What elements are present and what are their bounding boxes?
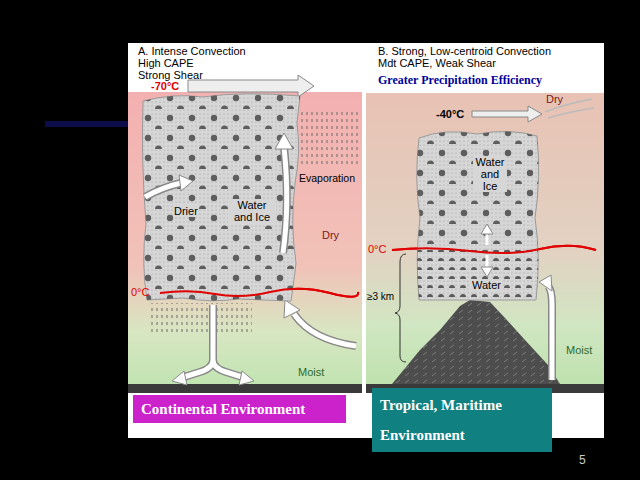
- panel-heading: Mdt CAPE, Weak Shear: [378, 57, 496, 69]
- cloud-shape: [415, 128, 540, 300]
- freezing-level-label: 0°C: [368, 243, 386, 256]
- box-label: Continental Environment: [141, 400, 305, 418]
- panel-heading: Greater Precipitation Efficiency: [378, 73, 542, 87]
- humidity-label: Dry: [546, 93, 563, 106]
- humidity-label: Moist: [566, 344, 592, 357]
- cloud-label: Water and Ice: [473, 156, 507, 192]
- process-label: Evaporation: [299, 172, 355, 185]
- temperature-label: -70°C: [151, 80, 179, 93]
- box-label: Tropical, Maritime Environment: [380, 390, 544, 450]
- panel-heading: A. Intense Convection: [138, 45, 246, 57]
- cloud-label: Water: [471, 279, 502, 291]
- cloud-shape: [143, 93, 300, 303]
- cloud-label: Drier: [173, 205, 199, 217]
- panel-heading: Strong Shear: [138, 69, 203, 81]
- environment-box: Tropical, Maritime Environment: [372, 388, 552, 452]
- dimension-label: ≥3 km: [367, 290, 394, 303]
- panel-heading: B. Strong, Low-centroid Convection: [378, 45, 551, 57]
- panel-heading: High CAPE: [138, 57, 194, 69]
- cloud-label: Water and Ice: [228, 199, 276, 223]
- humidity-label: Dry: [322, 229, 339, 242]
- slide-number: 5: [579, 454, 586, 467]
- cloud: Drier Water and Ice: [143, 93, 300, 303]
- environment-box: Continental Environment: [133, 395, 346, 423]
- temperature-label: -40°C: [436, 108, 464, 121]
- freezing-level-label: 0°C: [131, 286, 149, 299]
- humidity-label: Moist: [298, 366, 324, 379]
- panel: B. Strong, Low-centroid ConvectionMdt CA…: [366, 43, 604, 453]
- cloud: Water and IceWater: [415, 128, 540, 300]
